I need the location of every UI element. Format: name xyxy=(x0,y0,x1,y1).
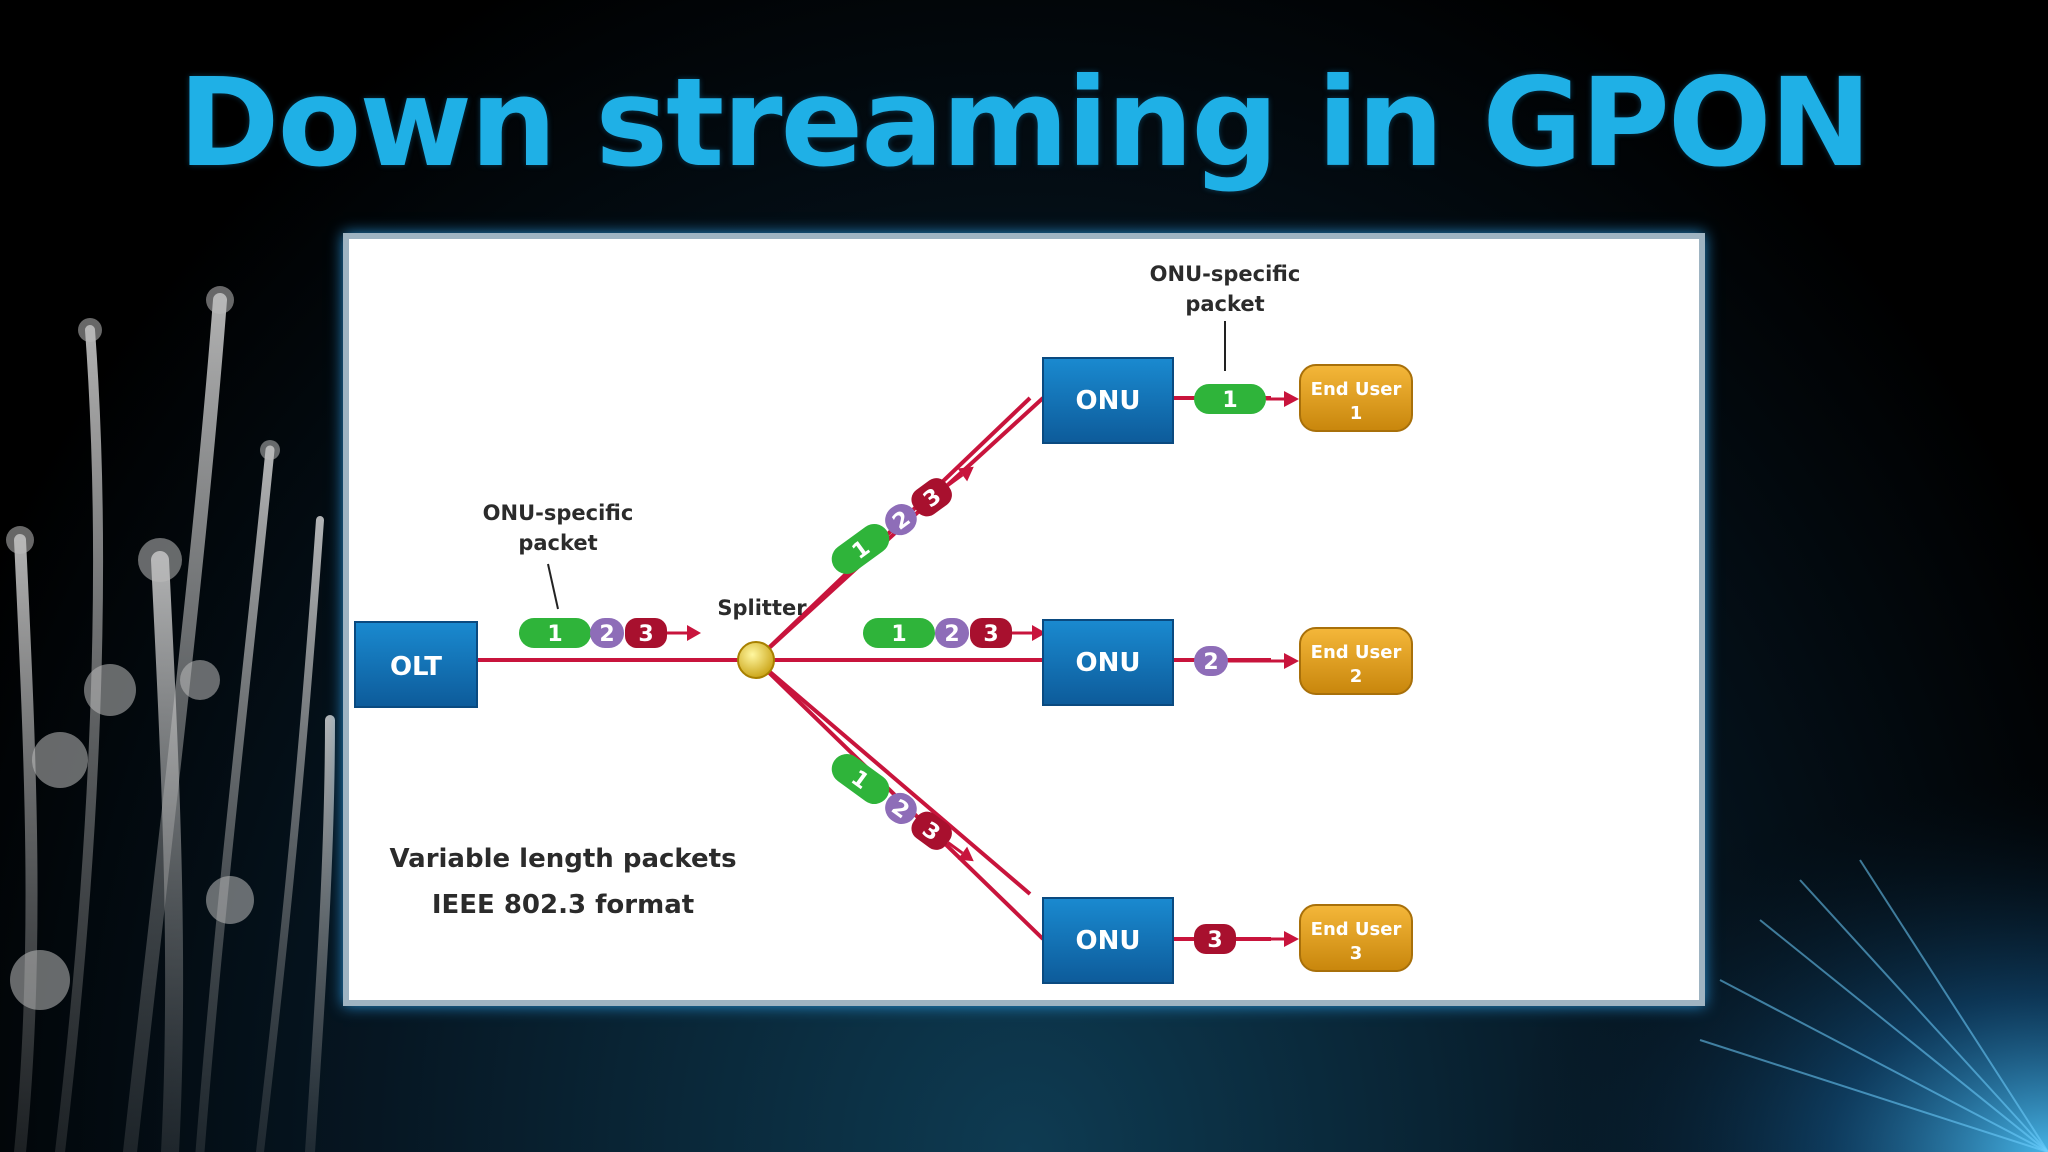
onu-specific-label-left-line1: ONU-specific xyxy=(483,501,634,525)
splitter-node xyxy=(737,641,775,679)
svg-text:1: 1 xyxy=(891,622,906,647)
branch-lines xyxy=(754,396,1045,941)
diagram-panel: OLT ONU-specific packet 1 2 3 Splitter 1… xyxy=(343,233,1705,1006)
svg-text:1: 1 xyxy=(1222,388,1237,413)
end-user-2: End User 2 xyxy=(1299,627,1413,695)
caption-line1: Variable length packets xyxy=(389,844,736,874)
packet-group-middle-branch: 1 2 3 xyxy=(863,618,1046,648)
packet-group-bottom-branch: 1 2 3 xyxy=(831,754,974,862)
end-user-3: End User 3 xyxy=(1299,904,1413,972)
svg-text:1: 1 xyxy=(1350,403,1363,424)
svg-text:ONU: ONU xyxy=(1076,386,1141,416)
splitter-label: Splitter xyxy=(717,596,807,620)
svg-text:3: 3 xyxy=(983,622,998,647)
output-packet-3: 3 xyxy=(1194,924,1299,954)
packet-group-olt: 1 2 3 xyxy=(519,618,701,648)
svg-text:End User: End User xyxy=(1311,642,1402,663)
packet-1: 1 xyxy=(547,622,562,647)
onu-specific-label-top-line2: packet xyxy=(1185,292,1264,316)
gpon-downstream-diagram: OLT ONU-specific packet 1 2 3 Splitter 1… xyxy=(354,262,1413,984)
output-packet-1: 1 xyxy=(1194,384,1299,414)
onu-specific-label-left-line2: packet xyxy=(518,531,597,555)
svg-text:2: 2 xyxy=(944,622,959,647)
olt-box: OLT xyxy=(354,621,478,708)
page-title: Down streaming in GPON xyxy=(178,52,1871,194)
svg-text:End User: End User xyxy=(1311,379,1402,400)
caption-line2: IEEE 802.3 format xyxy=(432,890,694,920)
svg-text:ONU: ONU xyxy=(1076,648,1141,678)
svg-text:3: 3 xyxy=(1207,928,1222,953)
onu-box-2: ONU xyxy=(1042,619,1174,706)
packet-group-top-branch: 1 2 3 xyxy=(831,466,974,574)
svg-text:ONU: ONU xyxy=(1076,926,1141,956)
onu-box-1: ONU xyxy=(1042,357,1174,444)
svg-text:2: 2 xyxy=(1350,666,1363,687)
packet-2: 2 xyxy=(599,622,614,647)
svg-text:3: 3 xyxy=(1350,943,1363,964)
output-packet-2: 2 xyxy=(1194,646,1299,676)
packet-3: 3 xyxy=(638,622,653,647)
onu-specific-label-top-line1: ONU-specific xyxy=(1150,262,1301,286)
svg-text:2: 2 xyxy=(1203,650,1218,675)
onu-box-3: ONU xyxy=(1042,897,1174,984)
olt-label: OLT xyxy=(390,652,442,682)
svg-text:End User: End User xyxy=(1311,919,1402,940)
end-user-1: End User 1 xyxy=(1299,364,1413,432)
